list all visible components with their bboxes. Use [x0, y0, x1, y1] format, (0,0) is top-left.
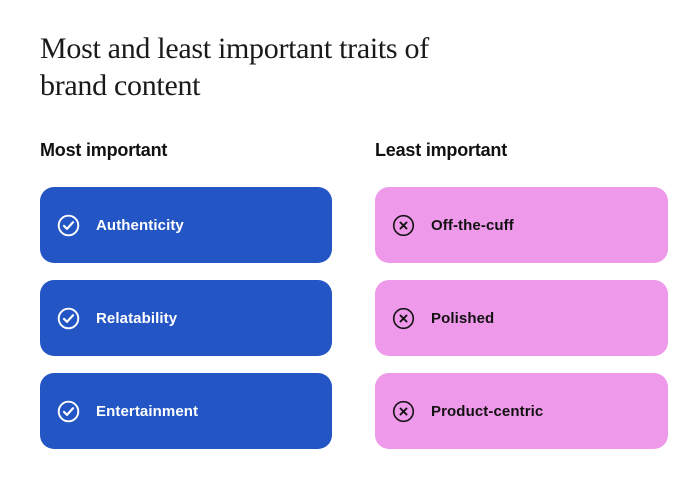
trait-label: Polished: [431, 309, 495, 327]
traits-columns: Most important Authenticity: [40, 140, 700, 449]
x-circle-icon: [392, 214, 415, 237]
column-least-important: Least important Off-the-cuff: [375, 140, 668, 449]
check-circle-icon: [57, 214, 80, 237]
page-title-line-2: brand content: [40, 69, 201, 102]
least-important-list: Off-the-cuff Polished: [375, 187, 668, 449]
x-circle-icon: [392, 307, 415, 330]
trait-pill-relatability: Relatability: [40, 280, 332, 356]
most-important-list: Authenticity Relatability: [40, 187, 332, 449]
trait-pill-entertainment: Entertainment: [40, 373, 332, 449]
check-circle-icon: [57, 400, 80, 423]
check-circle-icon: [57, 307, 80, 330]
trait-label: Relatability: [96, 309, 178, 327]
trait-pill-polished: Polished: [375, 280, 668, 356]
column-header-most-important: Most important: [40, 140, 168, 160]
trait-label: Off-the-cuff: [431, 216, 514, 234]
trait-label: Product-centric: [431, 402, 544, 420]
page-title-line-1: Most and least important traits of: [40, 32, 429, 65]
trait-pill-off-the-cuff: Off-the-cuff: [375, 187, 668, 263]
column-header-least-important: Least important: [375, 140, 508, 160]
page-title: Most and least important traits of brand…: [40, 30, 700, 104]
trait-pill-product-centric: Product-centric: [375, 373, 668, 449]
trait-label: Authenticity: [96, 216, 184, 234]
x-circle-icon: [392, 400, 415, 423]
trait-label: Entertainment: [96, 402, 199, 420]
trait-pill-authenticity: Authenticity: [40, 187, 332, 263]
column-most-important: Most important Authenticity: [40, 140, 332, 449]
